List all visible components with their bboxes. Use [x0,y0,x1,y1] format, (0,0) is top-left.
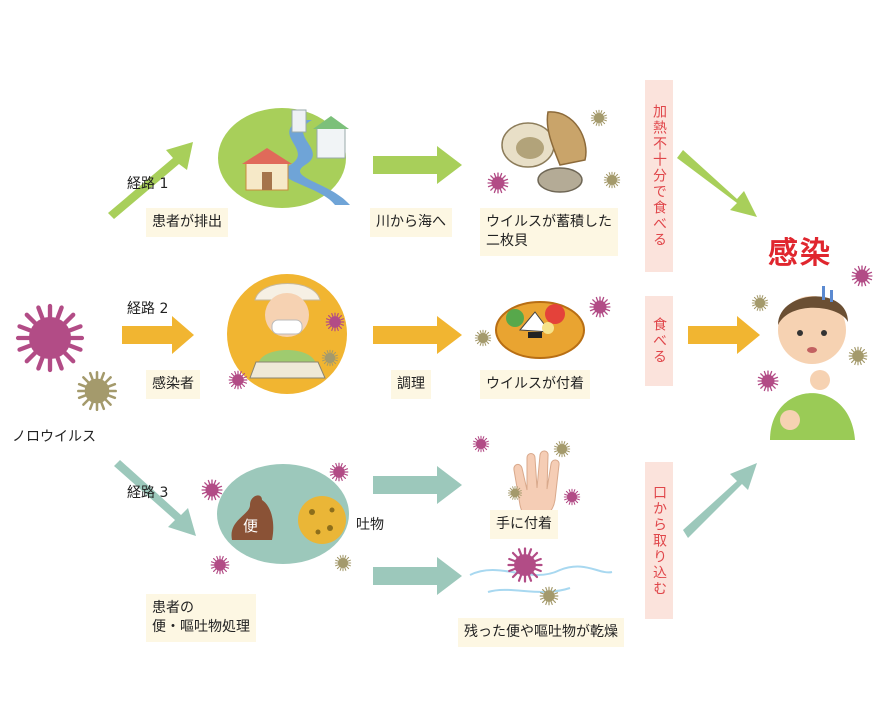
route1-label: 経路 1 [127,176,169,192]
virus-small-icon [507,485,523,501]
route3-arrow-b [373,557,462,595]
route3-step3a: 手に付着 [490,510,558,539]
route3-step1: 患者の 便・嘔吐物処理 [146,594,256,642]
route3-cause: 口から取り込む [645,462,673,619]
virus-small-icon [325,312,345,332]
route2-label: 経路 2 [127,301,169,317]
norovirus-pink-icon [18,306,82,370]
virus-small-icon [474,329,492,347]
virus-small-icon [539,586,559,606]
route2-arrow-1 [122,316,194,354]
route3-label: 経路 3 [127,485,169,501]
vomit-label: 吐物 [356,517,384,533]
virus-small-icon [603,171,621,189]
route2-step2: 調理 [391,370,431,399]
virus-small-icon [757,370,779,392]
virus-small-icon [228,370,248,390]
village-river-illustration [218,108,350,208]
infection-result-title: 感染 [768,236,832,271]
virus-small-icon [553,440,571,458]
route2-cause: 食べる [645,296,673,386]
virus-small-icon [751,294,769,312]
virus-small-icon [329,462,349,482]
route2-arrow-2 [373,316,462,354]
route1-step1: 患者が排出 [146,208,228,237]
route3-arrow-down [114,460,196,536]
infected-person-illustration [770,286,855,440]
virus-small-icon [487,172,509,194]
route1-cause: 加熱不十分で食べる [645,80,673,272]
route1-step3-line2: 二枚貝 [486,232,528,249]
virus-small-icon [201,479,223,501]
norovirus-label: ノロウイルス [12,429,96,445]
route3-step1-line1: 患者の [152,600,194,616]
route3-arrow-a [373,466,462,504]
cook-illustration [227,274,347,394]
route1-step3: ウイルスが蓄積した 二枚貝 [480,208,618,256]
airborne-wind-illustration [469,565,613,593]
bento-illustration [495,301,585,359]
virus-small-icon [851,265,873,287]
virus-small-icon [589,296,611,318]
route1-step3-line1: ウイルスが蓄積した [486,214,612,230]
virus-small-icon [590,109,608,127]
poop-label: 便 [243,517,259,535]
route3-step3b: 残った便や嘔吐物が乾燥 [458,618,624,647]
route2-step3: ウイルスが付着 [480,370,590,399]
virus-small-icon [472,435,490,453]
route2-arrow-3 [688,316,760,354]
waste-illustration [217,464,349,564]
route2-step1: 感染者 [146,370,200,399]
route1-arrow-up [108,142,193,219]
virus-small-icon [563,488,581,506]
virus-small-icon [848,346,868,366]
norovirus-olive-icon [77,371,117,411]
route3-step1-line2: 便・嘔吐物処理 [152,618,250,635]
virus-airborne-icon [507,547,543,583]
virus-small-icon [210,555,230,575]
virus-small-icon [334,554,352,572]
route3-arrow-up [683,463,757,538]
virus-small-icon [321,349,339,367]
route1-arrow-mid [373,146,462,184]
route1-arrow-down [677,150,757,217]
shellfish-illustration [501,111,587,193]
route1-step2: 川から海へ [370,208,452,237]
